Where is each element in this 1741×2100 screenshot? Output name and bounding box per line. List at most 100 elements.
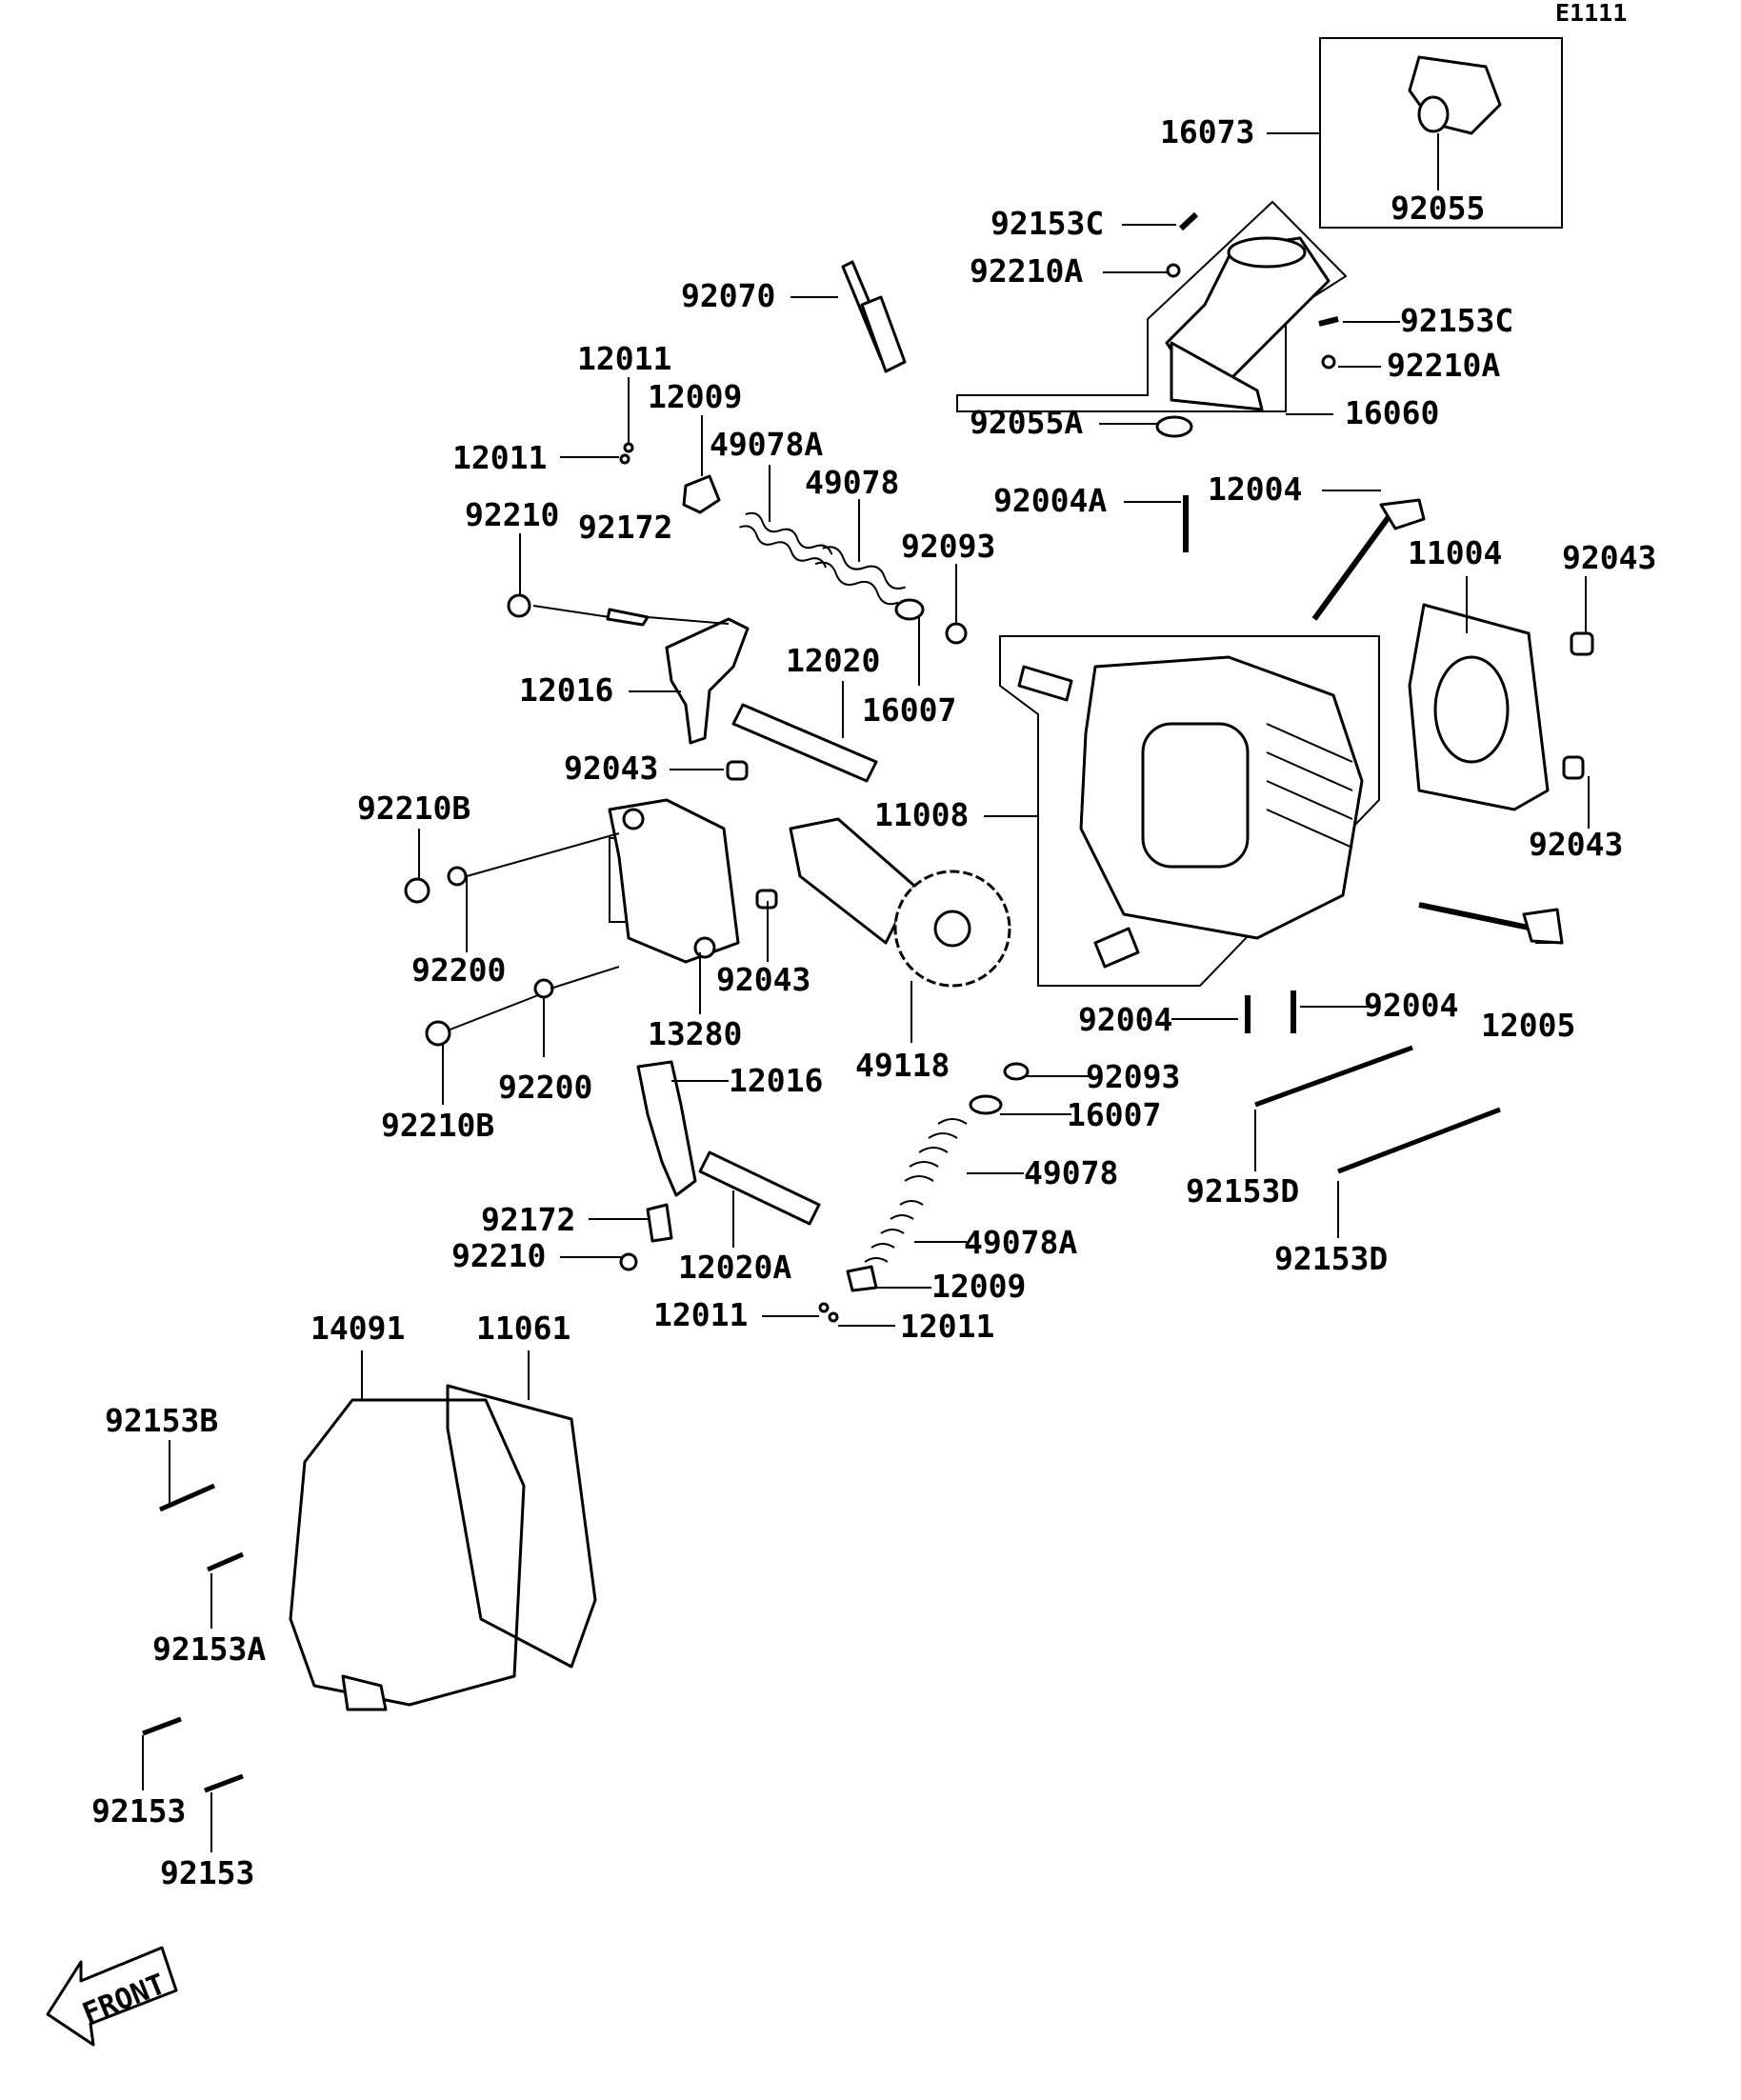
part-92093-b: [1003, 1062, 1030, 1081]
label-12020A: 12020A: [678, 1249, 791, 1286]
part-92043-dowel-a: [1570, 631, 1594, 656]
label-92004-a: 92004: [1078, 1001, 1172, 1038]
part-12020A-shaft: [698, 1150, 821, 1226]
part-92153-bolt-b: [204, 1773, 244, 1793]
part-92200-washer-a: [447, 866, 468, 887]
part-92153-bolt-a: [142, 1716, 182, 1736]
label-12016-a: 12016: [519, 671, 613, 709]
part-16007-b: [969, 1094, 1003, 1115]
label-92210-a: 92210: [465, 496, 559, 533]
label-12004: 12004: [1208, 470, 1302, 508]
label-92153B: 92153B: [105, 1402, 218, 1439]
label-16007-b: 16007: [1067, 1096, 1161, 1133]
part-11008-cylinder-head: [1079, 655, 1364, 940]
label-92093-a: 92093: [901, 528, 995, 565]
label-92172-a: 92172: [578, 509, 672, 546]
label-92153-b: 92153: [160, 1854, 254, 1891]
part-92210B-nut-b: [425, 1020, 451, 1047]
part-92153C-bolt-a: [1178, 211, 1199, 231]
label-92210B-a: 92210B: [357, 790, 470, 827]
label-92004-b: 92004: [1364, 987, 1458, 1024]
label-92153D-a: 92153D: [1186, 1172, 1299, 1210]
part-92210A-a: [1166, 263, 1181, 278]
label-12005: 12005: [1481, 1007, 1575, 1044]
label-11061: 11061: [476, 1310, 570, 1347]
box-16060: [956, 200, 1348, 412]
label-92043-c: 92043: [1529, 826, 1623, 863]
label-12011-b: 12011: [452, 439, 547, 476]
part-16060-intake: [1165, 236, 1331, 411]
label-92070: 92070: [681, 277, 775, 314]
box-11008: [999, 635, 1380, 987]
label-92055: 92055: [1391, 190, 1485, 227]
label-49118: 49118: [855, 1047, 950, 1084]
label-92200-a: 92200: [411, 951, 506, 989]
part-92153B-bolt: [158, 1483, 216, 1512]
part-12011-c: [818, 1302, 830, 1313]
part-92153A-bolt: [207, 1551, 244, 1572]
label-12009-b: 12009: [931, 1268, 1026, 1305]
label-16007-a: 16007: [862, 691, 956, 729]
part-12020-shaft: [731, 703, 878, 783]
label-49078-b: 49078: [1024, 1154, 1118, 1191]
label-11004: 11004: [1408, 534, 1502, 571]
part-49078-spring-a: [814, 546, 907, 606]
part-49118-camshaft: [789, 817, 1011, 988]
part-92210-nut-b: [619, 1252, 638, 1271]
label-49078A-b: 49078A: [964, 1224, 1077, 1261]
part-12009-b: [846, 1265, 878, 1292]
label-92043-a: 92043: [1562, 539, 1656, 576]
part-11004-gasket: [1408, 603, 1550, 811]
label-13280: 13280: [648, 1015, 742, 1052]
part-valve-guide-lower: [1093, 927, 1140, 969]
label-92153A: 92153A: [152, 1630, 266, 1668]
part-12016-rocker-a: [665, 617, 750, 745]
part-92043-dowel-b: [1562, 755, 1585, 780]
label-92210B-b: 92210B: [381, 1107, 494, 1144]
part-92210B-nut-a: [404, 877, 430, 904]
label-92200-b: 92200: [498, 1069, 592, 1106]
label-12009-a: 12009: [648, 378, 742, 415]
front-arrow: FRONT: [46, 1946, 178, 2047]
label-16060: 16060: [1345, 394, 1439, 431]
part-92210A-b: [1321, 354, 1336, 370]
label-92153-a: 92153: [91, 1792, 186, 1830]
part-11061-gasket: [446, 1384, 597, 1669]
label-14091: 14091: [310, 1310, 405, 1347]
part-92172-screw-a: [606, 608, 650, 627]
label-92210A-b: 92210A: [1387, 347, 1500, 384]
part-92153C-bolt-b: [1318, 316, 1339, 327]
part-92055A-gasket: [1155, 415, 1193, 438]
label-92043-b: 92043: [564, 750, 658, 787]
part-12011-a: [623, 442, 634, 453]
part-12011-b: [619, 453, 630, 465]
part-12016-rocker-b: [636, 1060, 697, 1197]
label-12011-a: 12011: [577, 340, 671, 377]
part-92093-a: [945, 622, 968, 645]
part-12009-a: [682, 474, 721, 514]
label-12011-c: 12011: [653, 1296, 748, 1333]
label-11008: 11008: [874, 796, 969, 833]
label-92153C-a: 92153C: [991, 205, 1104, 242]
label-12020: 12020: [786, 642, 880, 679]
part-92153D-bolt-a: [1254, 1045, 1413, 1108]
label-92153D-b: 92153D: [1274, 1240, 1388, 1277]
part-92043-dowel-c: [726, 760, 749, 781]
part-49078A-spring-a: [739, 511, 833, 569]
label-16073: 16073: [1160, 113, 1254, 150]
part-16073-plate: [1408, 55, 1502, 135]
label-92172-b: 92172: [481, 1201, 575, 1238]
label-92210-b: 92210: [451, 1237, 546, 1274]
label-92153C-b: 92153C: [1400, 302, 1513, 339]
leader-lines: [142, 132, 1590, 1852]
label-49078A-a: 49078A: [710, 426, 823, 463]
label-92093-b: 92093: [1086, 1058, 1180, 1095]
label-92004A: 92004A: [993, 482, 1107, 519]
label-92043-d: 92043: [716, 961, 810, 998]
part-labels: 16073 92055 92153C 92210A 92070 92153C 9…: [91, 113, 1656, 1891]
part-head-valve-insert: [1017, 665, 1073, 702]
part-12011-d: [828, 1311, 839, 1323]
part-92070-spark-plug: [841, 260, 907, 373]
part-92210-nut-a: [507, 593, 531, 618]
